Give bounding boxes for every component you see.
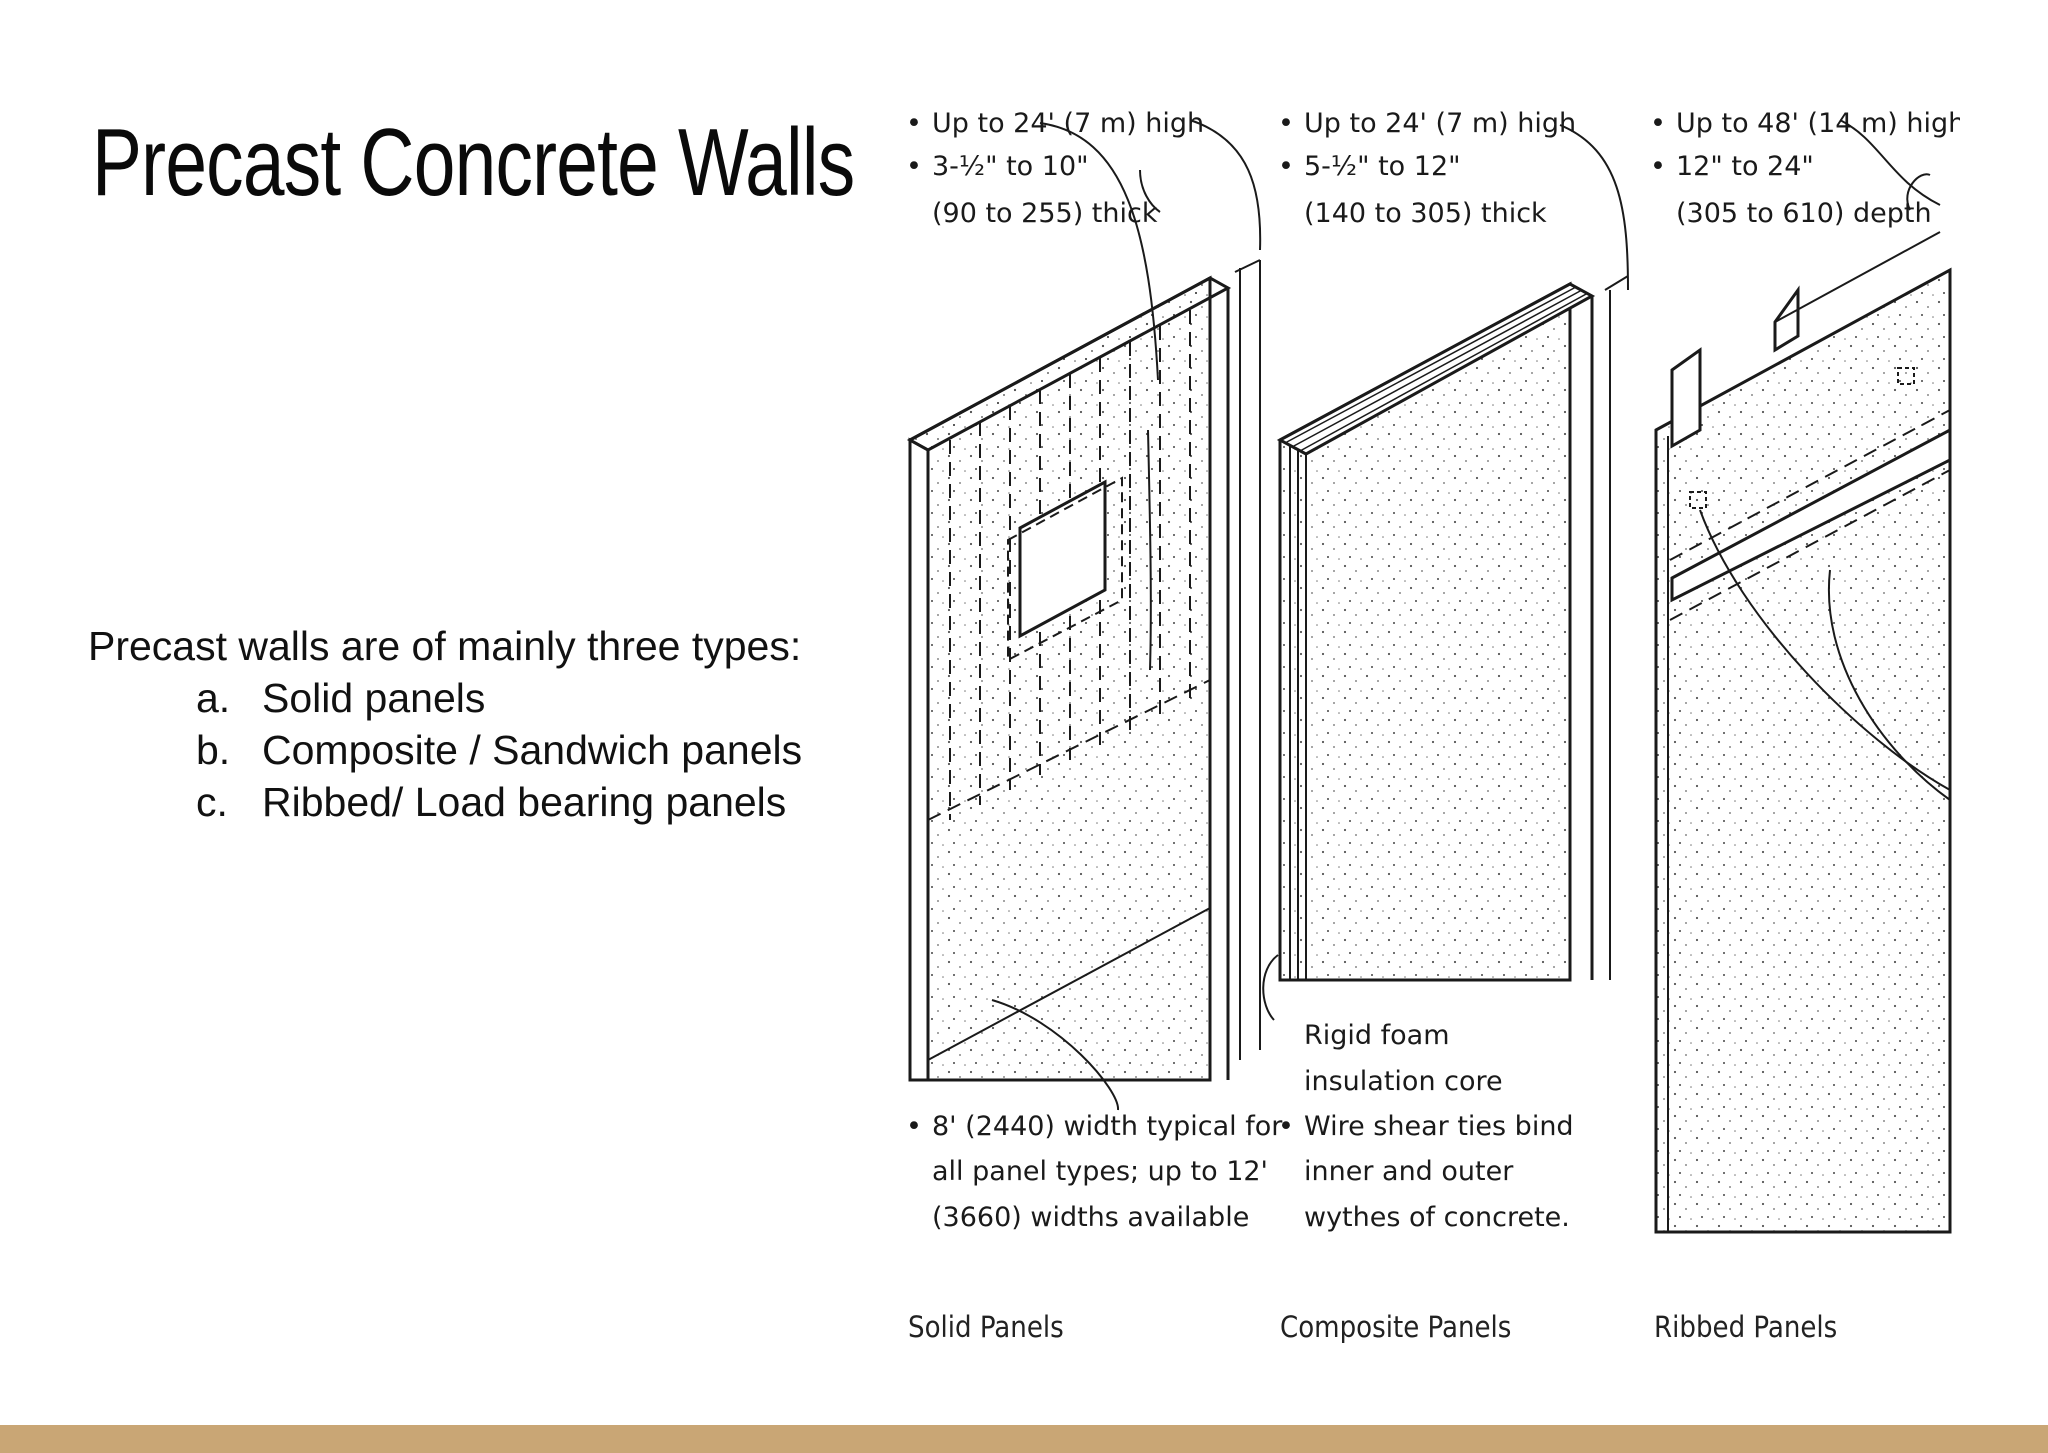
list-item-label: Ribbed/ Load bearing panels [262,779,787,825]
solid-panel-drawing [906,119,1262,1111]
ribbed-spec-depth-metric: (305 to 610) depth [1676,198,1932,229]
body-text: Precast walls are of mainly three types:… [88,620,802,828]
composite-note-concrete: wythes of concrete. [1304,1202,1570,1233]
intro-text: Precast walls are of mainly three types: [88,623,802,669]
list-marker: c. [196,779,228,825]
composite-spec-height: Up to 24' (7 m) high [1304,108,1576,139]
list-marker: b. [196,727,231,773]
composite-spec-thickness-metric: (140 to 305) thick [1304,198,1547,229]
solid-spec-height: Up to 24' (7 m) high [932,108,1204,139]
composite-note-ties: Wire shear ties bind [1304,1111,1574,1142]
svg-text:•: • [1278,151,1294,182]
list-item-label: Composite / Sandwich panels [262,727,803,773]
panels-diagram: • Up to 24' (7 m) high • 3-½" to 10" (90… [906,108,1960,1344]
svg-text:•: • [1650,108,1666,139]
ribbed-spec-depth: 12" to 24" [1676,151,1814,182]
solid-panels-caption: Solid Panels [908,1310,1064,1344]
ribbed-panels-caption: Ribbed Panels [1654,1310,1837,1344]
ribbed-panel-drawing [1654,119,1952,1234]
solid-spec-thickness-metric: (90 to 255) thick [932,198,1158,229]
svg-text:•: • [1278,1111,1294,1142]
composite-panel-drawing [1262,124,1629,1021]
solid-note-width: 8' (2440) width typical for [932,1111,1283,1142]
svg-text:•: • [1278,108,1294,139]
composite-note-foam: Rigid foam [1304,1020,1450,1051]
list-item: a. Solid panels [196,672,802,724]
ribbed-spec-height: Up to 48' (14 m) high [1676,108,1960,139]
list-item: b. Composite / Sandwich panels [196,724,802,776]
composite-note-wythes: inner and outer [1304,1156,1514,1187]
svg-text:•: • [906,1111,922,1142]
list-marker: a. [196,675,231,721]
composite-note-core: insulation core [1304,1066,1503,1097]
svg-text:•: • [906,108,922,139]
panel-types-list: a. Solid panels b. Composite / Sandwich … [88,672,802,828]
svg-text:•: • [1650,151,1666,182]
svg-text:•: • [906,151,922,182]
slide-title: Precast Concrete Walls [92,109,855,216]
solid-note-width-available: (3660) widths available [932,1202,1249,1233]
list-item: c. Ribbed/ Load bearing panels [196,776,802,828]
solid-spec-thickness: 3-½" to 10" [932,151,1089,182]
footer-bar [0,1425,2048,1453]
panels-illustration: • Up to 24' (7 m) high • 3-½" to 10" (90… [880,100,1960,1360]
solid-panel-labels: • Up to 24' (7 m) high • 3-½" to 10" (90… [906,108,1283,1344]
solid-note-width-max: all panel types; up to 12' [932,1156,1268,1187]
composite-spec-thickness: 5-½" to 12" [1304,151,1461,182]
ribbed-panel-labels: • Up to 48' (14 m) high • 12" to 24" (30… [1650,108,1960,1344]
composite-panels-caption: Composite Panels [1280,1310,1511,1344]
composite-panel-labels: • Up to 24' (7 m) high • 5-½" to 12" (14… [1278,108,1576,1344]
list-item-label: Solid panels [262,675,486,721]
